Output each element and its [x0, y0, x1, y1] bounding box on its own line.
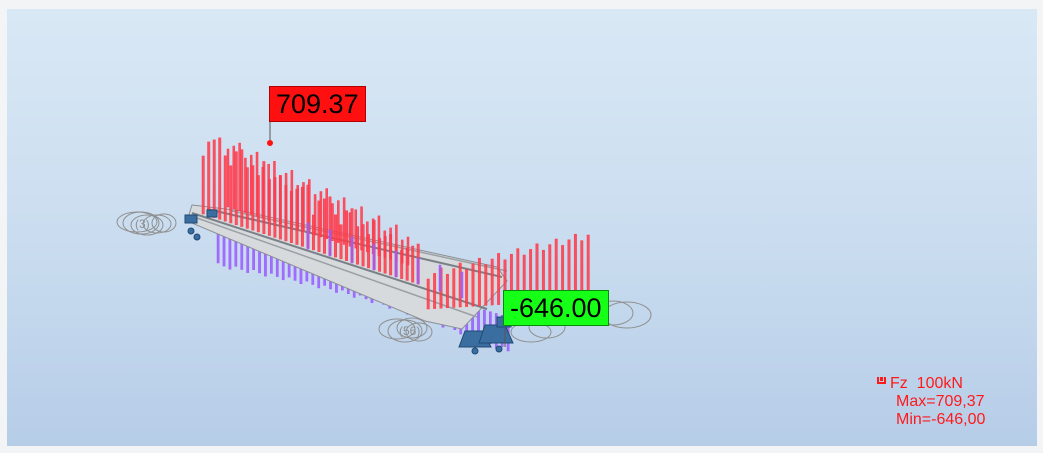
positive-bar [290, 170, 294, 228]
positive-bar [313, 194, 317, 236]
negative-bar [328, 229, 332, 257]
max-value-label: 709.37 [269, 86, 366, 122]
negative-bar [394, 250, 398, 278]
legend-quantity: Fz [890, 375, 908, 392]
positive-bar [229, 165, 233, 224]
positive-bar [267, 163, 270, 221]
negative-bar [438, 264, 442, 292]
positive-bar [497, 253, 501, 305]
negative-bar [416, 257, 420, 285]
positive-bar [212, 139, 216, 218]
positive-bar [223, 155, 227, 222]
positive-bar [411, 245, 415, 283]
positive-bar [226, 148, 230, 208]
positive-bar [234, 151, 238, 226]
positive-bar [240, 149, 244, 227]
positive-bar [348, 212, 352, 247]
3d-viewport[interactable]: (3) (56) [7, 9, 1037, 446]
min-value-label: -646.00 [503, 290, 609, 326]
max-point-marker [267, 140, 273, 146]
positive-bar [452, 268, 456, 308]
positive-bar [360, 206, 363, 251]
positive-bar [445, 273, 449, 309]
legend-title-row: Fz 100kN [877, 375, 985, 393]
negative-bar [372, 243, 376, 271]
positive-bar [331, 203, 334, 241]
positive-bar [471, 263, 475, 307]
positive-bar [342, 197, 346, 245]
positive-bar [308, 179, 311, 234]
positive-bar [339, 224, 343, 260]
positive-bar [337, 200, 340, 243]
positive-bar [477, 257, 481, 307]
positive-bar [261, 166, 265, 219]
positive-bar [433, 273, 437, 309]
positive-bar [279, 176, 282, 225]
positive-bar [273, 161, 276, 223]
positive-bar [302, 182, 305, 232]
force-symbol-icon [877, 377, 886, 384]
negative-bar [306, 222, 310, 250]
positive-bar [238, 142, 241, 211]
legend-min: Min=-646,00 [896, 411, 986, 428]
negative-bar [216, 230, 220, 264]
positive-bar [325, 188, 328, 240]
positive-bar [389, 227, 392, 260]
diagram-legend: Fz 100kN Max=709,37 Min=-646,00 [877, 375, 985, 429]
positive-bar [426, 278, 430, 310]
positive-bar [345, 210, 348, 261]
svg-text:(3): (3) [135, 217, 150, 231]
legend-max: Max=709,37 [896, 393, 985, 410]
positive-bar [296, 185, 299, 230]
positive-bar [255, 151, 259, 217]
legend-scale: 100kN [916, 375, 963, 392]
positive-bar [354, 209, 357, 249]
positive-bar [323, 198, 326, 254]
positive-bar [490, 258, 494, 306]
negative-bar [460, 271, 464, 299]
negative-bar [222, 232, 226, 267]
positive-bar [383, 230, 387, 258]
negative-bar [350, 236, 354, 264]
positive-bar [284, 173, 288, 226]
positive-bar [484, 264, 488, 306]
positive-bar [244, 157, 247, 213]
svg-text:(56): (56) [399, 324, 420, 338]
positive-bar [232, 145, 236, 210]
positive-bar [207, 141, 211, 217]
positive-bar [377, 215, 381, 256]
positive-bar [334, 214, 337, 258]
positive-bar [319, 191, 323, 238]
positive-bar [249, 154, 253, 215]
positive-bar [406, 236, 410, 266]
node-label-cluster-left: (3) [116, 211, 177, 236]
positive-bar [201, 155, 205, 215]
positive-bar [366, 221, 369, 253]
positive-bar [218, 137, 222, 220]
positive-bar [465, 269, 469, 307]
positive-bar [400, 239, 404, 264]
